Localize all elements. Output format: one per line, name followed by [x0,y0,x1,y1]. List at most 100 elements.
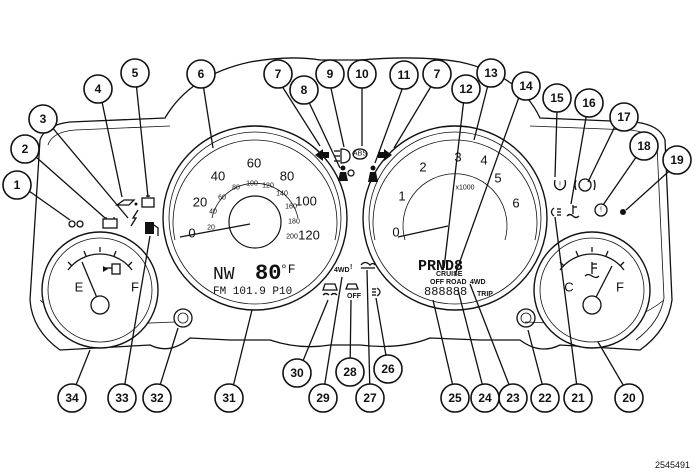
callout-3: 3 [28,104,58,134]
tachometer: 0 1 2 3 4 5 6 x1000 PRND8 CRUISE OFF ROA… [362,125,548,311]
svg-text:7: 7 [434,67,441,81]
callout-28: 28 [335,357,365,387]
front-fog-light-icon [68,220,84,228]
fourwd-label: 4WD [470,279,486,286]
svg-text:3: 3 [40,112,47,126]
svg-text:!: ! [600,207,602,214]
cluster-housing [29,57,673,351]
callout-11: 11 [389,60,419,90]
callout-6: 6 [186,59,216,89]
svg-text:10: 10 [355,67,369,81]
svg-text:20: 20 [622,391,636,405]
temp-hot-label: F [616,280,624,295]
security-indicator-icon [620,209,626,215]
oil-pressure-icon [114,199,138,206]
speed-label-0: 0 [188,226,195,241]
tach-label-1: 1 [398,189,405,204]
low-fuel-icon [145,222,159,236]
svg-text:28: 28 [343,365,357,379]
svg-text:31: 31 [222,391,236,405]
callout-8: 8 [289,75,319,105]
callout-2: 2 [10,134,40,164]
kmh-label-60: 60 [218,195,226,202]
kmh-label-120: 120 [262,183,274,190]
odometer-display: 888888 [424,285,467,299]
svg-text:8: 8 [301,83,308,97]
callout-9: 9 [315,59,345,89]
svg-text:19: 19 [670,153,684,167]
callout-7-left: 7 [263,59,293,89]
temp-cold-label: C [564,280,573,295]
callout-5: 5 [120,58,150,88]
callout-19: 19 [662,145,692,175]
svg-text:25: 25 [448,391,462,405]
four-wd-warning-text: 4WD [334,267,350,274]
svg-text:15: 15 [550,91,564,105]
kmh-label-180: 180 [288,219,300,226]
callout-18: 18 [629,131,659,161]
callout-22: 22 [530,383,560,413]
front-fog-indicator-icon [372,287,381,297]
temp-unit-display: °F [280,262,296,277]
speed-label-80: 80 [280,169,294,184]
fuel-needle-hub [90,295,110,315]
svg-text:12: 12 [459,82,473,96]
fuel-empty-label: E [75,280,84,295]
trip-label: TRIP [477,291,493,298]
kmh-label-40: 40 [209,209,217,216]
svg-text:24: 24 [478,391,492,405]
callout-4: 4 [83,74,113,104]
svg-text:16: 16 [582,96,596,110]
callout-14: 14 [511,71,541,101]
svg-text:5: 5 [132,66,139,80]
fuel-pump-small-icon [103,263,121,275]
kmh-label-160: 160 [285,204,297,211]
svg-text:26: 26 [381,362,395,376]
svg-text:7: 7 [275,67,282,81]
callout-16: 16 [574,88,604,118]
cruise-label: CRUISE [436,271,463,278]
left-trip-knob [173,308,193,328]
callout-30: 30 [282,358,312,388]
callout-31: 31 [214,383,244,413]
fuel-full-label: F [131,280,139,295]
hill-descent-icon [360,261,376,269]
callout-33: 33 [107,383,137,413]
callout-7-right: 7 [422,59,452,89]
svg-text:14: 14 [519,79,533,93]
callout-27: 27 [355,383,385,413]
tach-label-6: 6 [512,196,519,211]
temp-gauge: C F [533,231,651,349]
compass-display: NW [213,265,235,285]
svg-text:4: 4 [95,82,102,96]
svg-text:1: 1 [14,178,21,192]
tach-needle [397,225,449,238]
coolant-temp-warning-icon [566,205,580,219]
callout-34: 34 [57,383,87,413]
callout-13: 13 [476,58,506,88]
rear-fog-light-icon [550,207,561,217]
callout-26: 26 [373,354,403,384]
seat-belt-icon [368,165,378,182]
kmh-label-80: 80 [232,185,240,192]
kmh-label-100: 100 [246,181,258,188]
outside-temp-display: 80 [255,261,281,286]
traction-control-icon [322,283,338,296]
svg-text:34: 34 [65,391,79,405]
radio-display: FM 101.9 P10 [213,286,292,298]
tach-label-4: 4 [480,153,487,168]
svg-text:9: 9 [327,67,334,81]
svg-text:23: 23 [506,391,520,405]
svg-text:11: 11 [398,68,411,82]
coolant-small-icon [584,262,600,279]
svg-text:32: 32 [150,391,164,405]
tach-label-2: 2 [419,160,426,175]
speedometer-needle [179,223,251,238]
battery-icon [102,217,118,229]
speed-label-100: 100 [295,194,317,209]
speed-label-20: 20 [193,195,207,210]
speed-label-120: 120 [298,228,320,243]
left-turn-arrow-icon [315,149,329,161]
callout-23: 23 [498,383,528,413]
callout-17: 17 [609,102,639,132]
